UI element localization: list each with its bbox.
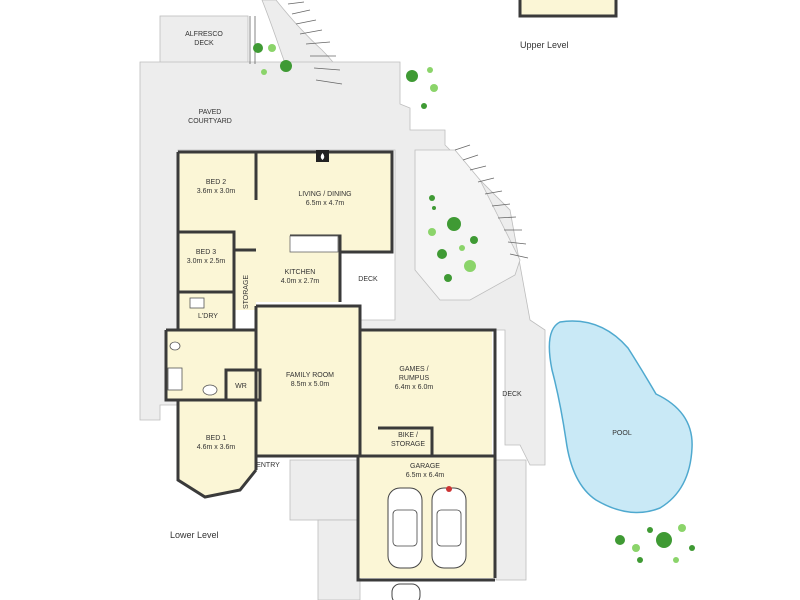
pool-shape	[548, 320, 693, 514]
upper-level-plan	[518, 0, 618, 18]
car-icon-bottom	[391, 583, 421, 600]
label-courtyard-1: PAVED	[199, 109, 222, 116]
garden-trees	[253, 43, 695, 563]
label-family-name: FAMILY ROOM	[286, 372, 334, 379]
label-alfresco-1: ALFRESCO	[185, 31, 223, 38]
label-bike-1: BIKE /	[398, 432, 418, 439]
label-wr: WR	[235, 383, 247, 390]
garden-stairs	[454, 144, 529, 259]
label-kitchen-size: 4.0m x 2.7m	[281, 278, 320, 285]
label-courtyard-2: COURTYARD	[188, 118, 232, 125]
upper-level-label: Upper Level	[520, 40, 569, 50]
walls	[164, 150, 497, 582]
label-deck-upper: DECK	[358, 276, 378, 283]
label-deck-side: DECK	[502, 391, 522, 398]
label-garage-size: 6.5m x 6.4m	[406, 472, 445, 479]
label-bed2-size: 3.6m x 3.0m	[197, 188, 236, 195]
lower-level-label: Lower Level	[170, 530, 219, 540]
label-pool: POOL	[612, 430, 632, 437]
curved-stairs	[249, 1, 343, 85]
label-kitchen-name: KITCHEN	[285, 269, 316, 276]
label-garage-name: GARAGE	[410, 463, 440, 470]
car-icon-right	[431, 486, 467, 569]
label-living-size: 6.5m x 4.7m	[306, 200, 345, 207]
fireplace-icon	[316, 150, 329, 162]
outdoor-paving	[139, 0, 546, 600]
kitchen-island	[289, 235, 339, 253]
label-bed3-size: 3.0m x 2.5m	[187, 258, 226, 265]
label-entry: ENTRY	[256, 462, 280, 469]
label-bed2-name: BED 2	[206, 179, 226, 186]
bathroom-fixtures	[167, 297, 218, 396]
label-games-1: GAMES /	[399, 366, 428, 373]
label-laundry: L'DRY	[198, 313, 218, 320]
label-storage: STORAGE	[243, 275, 250, 309]
label-games-2: RUMPUS	[399, 375, 430, 382]
car-icon-left	[387, 487, 423, 569]
label-living-name: LIVING / DINING	[298, 191, 351, 198]
label-alfresco-2: DECK	[194, 40, 214, 47]
label-bed1-size: 4.6m x 3.6m	[197, 444, 236, 451]
label-family-size: 8.5m x 5.0m	[291, 381, 330, 388]
label-bed3-name: BED 3	[196, 249, 216, 256]
label-bed1-name: BED 1	[206, 435, 226, 442]
label-games-size: 6.4m x 6.0m	[395, 384, 434, 391]
label-bike-2: STORAGE	[391, 441, 425, 448]
